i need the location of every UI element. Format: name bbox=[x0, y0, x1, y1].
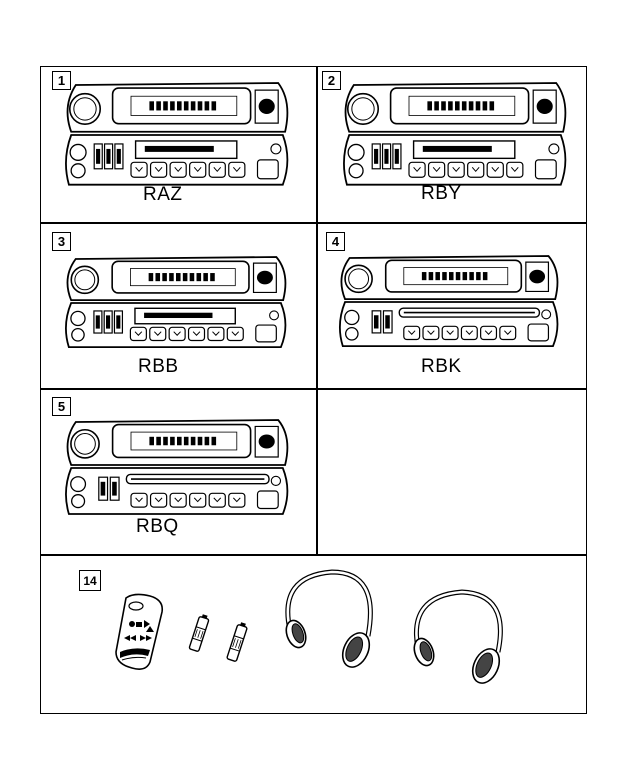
panel-4-code: RBK bbox=[421, 356, 462, 377]
battery-illustration-2 bbox=[226, 622, 248, 662]
panel-2-number: 2 bbox=[322, 71, 341, 90]
radio-rbk-illustration bbox=[339, 255, 559, 348]
panel-3-code: RBB bbox=[138, 356, 179, 377]
panel-5-code: RBQ bbox=[136, 516, 179, 537]
divider-row-1 bbox=[40, 222, 587, 224]
radio-raz-illustration bbox=[65, 82, 289, 186]
panel-2-code: RBY bbox=[421, 183, 462, 204]
radio-rbq-illustration bbox=[65, 419, 289, 515]
panel-5: 5 RBQ bbox=[40, 388, 316, 554]
panel-3-number: 3 bbox=[52, 232, 71, 251]
parts-diagram-frame bbox=[40, 66, 587, 714]
panel-empty bbox=[316, 388, 587, 554]
remote-control-illustration bbox=[115, 593, 164, 670]
battery-illustration bbox=[188, 614, 210, 652]
panel-4-number: 4 bbox=[326, 232, 345, 251]
divider-row-3 bbox=[40, 554, 587, 556]
panel-1-number: 1 bbox=[52, 71, 71, 90]
panel-2: 2 RBY bbox=[316, 66, 587, 222]
divider-vertical-top bbox=[316, 66, 318, 555]
radio-rbb-illustration bbox=[65, 256, 287, 349]
divider-row-2 bbox=[40, 388, 587, 390]
panel-3: 3 RBB bbox=[40, 222, 316, 388]
panel-14: 14 bbox=[40, 554, 587, 714]
radio-rby-illustration bbox=[343, 82, 567, 186]
headphones-illustration-2 bbox=[413, 589, 503, 684]
panel-5-number: 5 bbox=[52, 397, 71, 416]
headphones-illustration bbox=[285, 569, 373, 668]
panel-4: 4 RBK bbox=[316, 222, 587, 388]
panel-1: 1 RAZ bbox=[40, 66, 316, 222]
panel-14-number: 14 bbox=[79, 570, 101, 591]
panel-1-code: RAZ bbox=[143, 184, 183, 205]
